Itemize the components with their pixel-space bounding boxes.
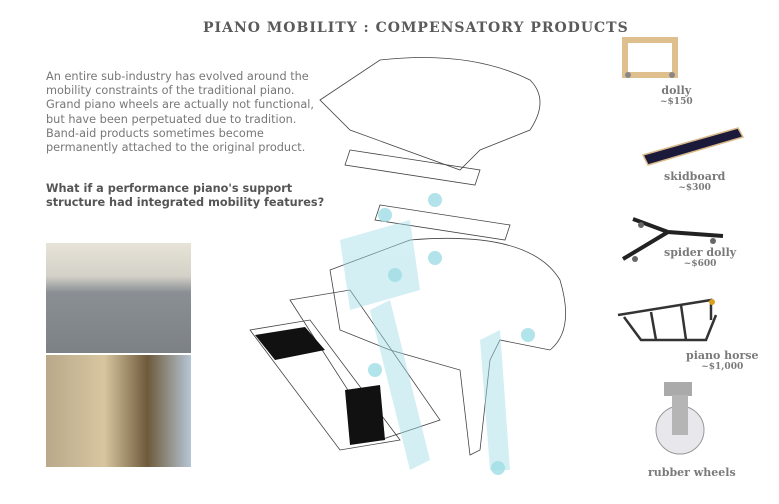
product-rubber-wheels: rubber wheels: [648, 466, 736, 479]
product-name: skidboard: [664, 170, 726, 183]
intro-paragraph: An entire sub-industry has evolved aroun…: [46, 70, 315, 155]
product-price: ~$300: [678, 183, 711, 193]
product-dolly: dolly ~$150: [660, 84, 693, 107]
product-name: spider dolly: [664, 246, 737, 259]
product-name: dolly: [661, 84, 692, 97]
product-name: piano horse: [686, 349, 759, 362]
rubber-wheel-image: [655, 382, 705, 455]
product-skidboard: skidboard ~$300: [664, 170, 725, 193]
product-price: ~$150: [660, 97, 693, 107]
photo-movers-with-piano: [46, 355, 191, 467]
piano-horse-image: [617, 298, 718, 342]
product-name: rubber wheels: [648, 466, 736, 479]
page-title: PIANO MOBILITY : COMPENSATORY PRODUCTS: [203, 20, 629, 36]
product-spider-dolly: spider dolly ~$600: [664, 246, 736, 269]
photo-piano-on-dolly: [46, 243, 191, 353]
product-price: ~$600: [683, 259, 717, 269]
skidboard-image: [641, 127, 745, 166]
exploded-piano-illustration: [249, 57, 566, 475]
spider-dolly-image: [621, 217, 724, 262]
product-price: ~$1,000: [701, 362, 744, 372]
dolly-image: [622, 37, 678, 78]
question-text: What if a performance piano's support st…: [46, 182, 325, 210]
product-piano-horse: piano horse ~$1,000: [686, 349, 758, 372]
